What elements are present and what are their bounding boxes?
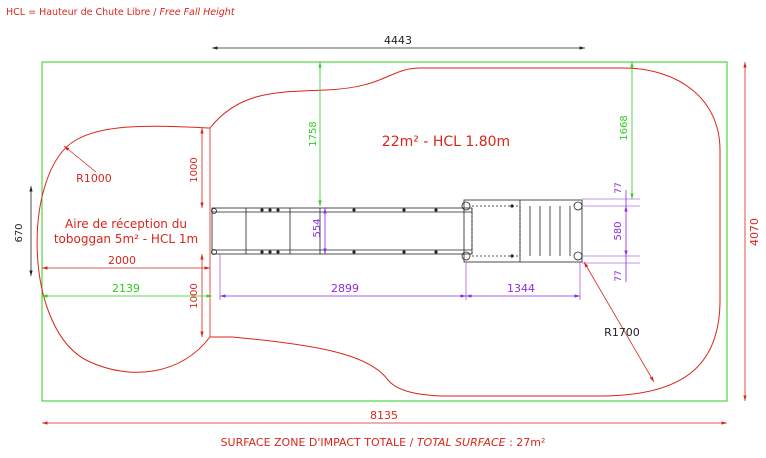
radius-right-leader [583,261,655,383]
dim-structure-width-label: 554 [312,218,323,237]
dim-left-height-label: 670 [14,223,25,242]
dim-left-green-label: 2139 [112,282,140,295]
total-surface-footer: SURFACE ZONE D'IMPACT TOTALE / TOTAL SUR… [0,436,766,449]
hcl-legend-text: HCL = Hauteur de Chute Libre / [6,7,160,18]
radius-left-leader [63,145,97,173]
hcl-legend-english: Free Fall Height [159,7,235,18]
reception-label-line1: Aire de réception du [65,217,187,231]
dim-total-width-label: 8135 [370,409,398,422]
footer-prefix: SURFACE ZONE D'IMPACT TOTALE / [220,436,417,449]
impact-zone-label: 22m² - HCL 1.80m [382,134,510,150]
dim-top-width-label: 4443 [384,34,412,47]
impact-zone-outline [36,67,721,397]
reception-label-line2: toboggan 5m² - HCL 1m [54,232,198,246]
structure-bolts [260,204,514,258]
dim-slide-side-top-label: 1000 [189,157,200,182]
dim-offset-top-label: 77 [614,182,624,193]
dim-upper-clearance-label: 1758 [308,121,319,146]
hcl-legend: HCL = Hauteur de Chute Libre / Free Fall… [6,7,235,18]
dim-right-clearance-label: 1668 [619,115,630,140]
dim-offset-bottom-label: 77 [614,270,624,281]
bounding-rectangle [41,61,728,402]
dim-total-height-label: 4070 [748,218,761,246]
radius-right-label: R1700 [604,326,640,339]
dim-tower-length-label: 1344 [507,282,535,295]
footer-suffix: : 27m² [505,436,546,449]
dim-slide-out-label: 2000 [108,254,136,267]
radius-left-label: R1000 [76,172,112,185]
dim-bridge-length-label: 2899 [331,282,359,295]
dim-tower-width-label: 580 [613,221,624,240]
footer-italic: TOTAL SURFACE [416,436,506,449]
play-structure [211,199,583,263]
